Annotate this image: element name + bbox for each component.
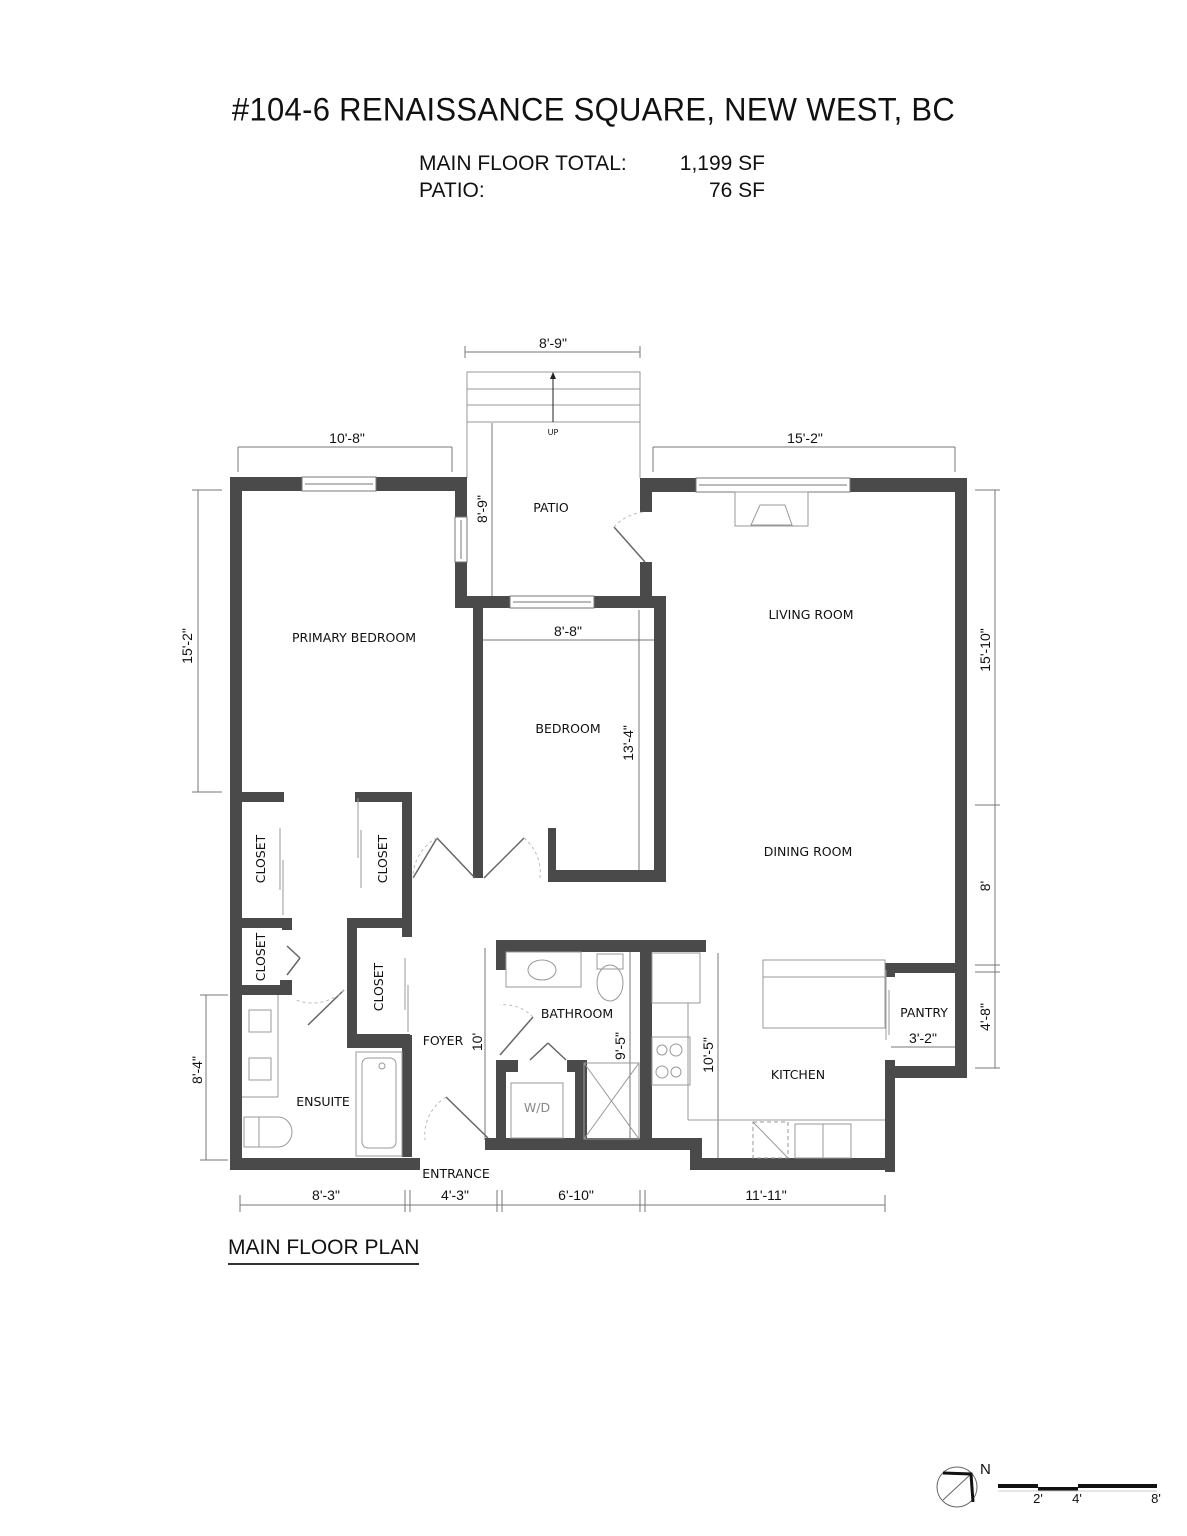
door-swings	[295, 511, 646, 1141]
page-title: #104-6 RENAISSANCE SQUARE, NEW WEST, BC	[231, 91, 956, 128]
dim-pantry-depth: 4'-8"	[977, 1003, 993, 1031]
room-label-closet: CLOSET	[375, 834, 390, 883]
room-label-closet: CLOSET	[253, 932, 268, 981]
main-floor-label: MAIN FLOOR TOTAL:	[419, 152, 627, 175]
dim-ensuite-depth: 8'-4"	[189, 1056, 205, 1084]
room-label-bathroom: BATHROOM	[541, 1006, 613, 1021]
dim-foyer-depth: 10'	[469, 1033, 485, 1051]
north-arrow-icon	[936, 1466, 978, 1508]
north-label: N	[980, 1461, 991, 1478]
patio-area-value: 76 SF	[708, 179, 765, 202]
room-label-foyer: FOYER	[423, 1033, 464, 1048]
room-label-primary-bedroom: PRIMARY BEDROOM	[292, 630, 416, 645]
room-label-entrance: ENTRANCE	[422, 1166, 490, 1181]
room-label-bedroom: BEDROOM	[535, 721, 600, 736]
main-floor-total-row: MAIN FLOOR TOTAL: 1,199 SF	[419, 150, 765, 177]
patio-area-label: PATIO:	[419, 179, 485, 202]
walls	[230, 477, 967, 1172]
scale-bar	[998, 1484, 1157, 1492]
dim-bottom-2: 4'-3"	[441, 1187, 469, 1203]
scale-tick-8ft: 8'	[1151, 1491, 1161, 1506]
stairs-up-arrow-icon	[550, 372, 556, 422]
dim-bedroom-width: 8'-8"	[554, 623, 582, 639]
dim-primary-bedroom-depth: 15'-2"	[179, 628, 195, 664]
windows	[301, 476, 851, 609]
plan-label: MAIN FLOOR PLAN	[228, 1236, 420, 1265]
dimension-lines	[192, 346, 1000, 1212]
doors	[286, 526, 646, 1139]
dim-bathroom-depth: 9'-5"	[612, 1032, 628, 1060]
dim-bottom-4: 11'-11"	[745, 1187, 786, 1203]
dim-pantry-width: 3'-2"	[909, 1030, 937, 1046]
scale-tick-4ft: 4'	[1072, 1491, 1082, 1506]
dim-living-depth: 15'-10"	[977, 628, 993, 671]
main-floor-value: 1,199 SF	[679, 152, 765, 175]
dim-bottom-1: 8'-3"	[312, 1187, 340, 1203]
room-label-kitchen: KITCHEN	[771, 1067, 825, 1082]
area-summary: MAIN FLOOR TOTAL: 1,199 SF PATIO: 76 SF	[419, 150, 765, 204]
dim-kitchen-depth: 10'-5"	[700, 1037, 716, 1073]
room-label-dining-room: DINING ROOM	[764, 844, 853, 859]
dim-dining-depth: 8'	[977, 881, 993, 891]
room-label-patio: PATIO	[533, 500, 569, 515]
room-label-ensuite: ENSUITE	[296, 1094, 350, 1109]
dim-primary-bedroom-width: 10'-8"	[329, 430, 365, 446]
room-label-closet: CLOSET	[253, 834, 268, 883]
dim-living-width: 15'-2"	[787, 430, 823, 446]
patio-area-row: PATIO: 76 SF	[419, 177, 765, 204]
dim-patio-width: 8'-9"	[539, 335, 567, 351]
stairs-up-label: UP	[548, 428, 559, 437]
dim-bedroom-depth: 13'-4"	[620, 725, 636, 761]
room-label-living-room: LIVING ROOM	[768, 607, 853, 622]
dim-bottom-3: 6'-10"	[558, 1187, 594, 1203]
dim-patio-depth: 8'-9"	[474, 495, 490, 523]
room-label-washer-dryer: W/D	[524, 1100, 550, 1115]
room-label-closet: CLOSET	[371, 962, 386, 1011]
fixtures	[242, 491, 890, 1159]
scale-tick-2ft: 2'	[1033, 1491, 1043, 1506]
room-label-pantry: PANTRY	[900, 1005, 948, 1020]
